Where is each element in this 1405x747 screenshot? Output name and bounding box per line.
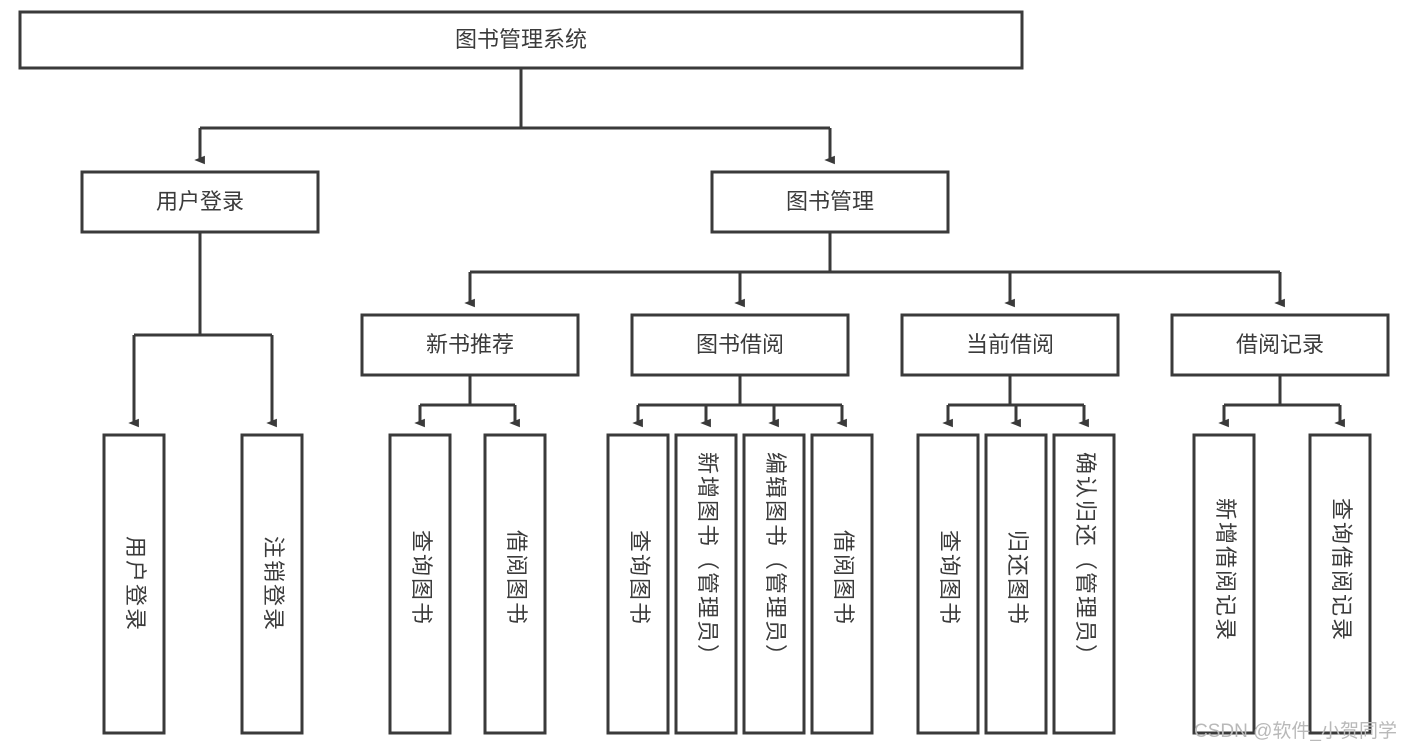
node-current-borrow-label: 当前借阅 [966,332,1054,357]
leaf-borrow-book-new[interactable]: 借阅图书 [483,433,547,735]
leaf-add-book-box[interactable] [674,433,738,735]
node-borrow-box[interactable] [630,313,850,377]
leaf-query-book-new[interactable]: 查询图书 [388,433,452,735]
node-current-borrow-box[interactable] [900,313,1120,377]
edge-group-user-login [128,232,277,428]
leaf-query-record[interactable]: 查询借阅记录 [1308,433,1372,735]
leaf-query-book-current-box[interactable] [916,433,980,735]
leaf-user-login-box[interactable] [102,433,166,735]
leaf-query-book-new-box[interactable] [388,433,452,735]
node-user-login[interactable]: 用户登录 [80,170,320,234]
leaf-add-book[interactable]: 新增图书（管理员） [674,433,738,735]
leaf-borrow-book-borrow-label: 借阅图书 [831,530,856,626]
node-root-label: 图书管理系统 [455,27,587,52]
node-new-book[interactable]: 新书推荐 [360,313,580,377]
leaf-query-book-current[interactable]: 查询图书 [916,433,980,735]
edge-group-current [942,375,1089,428]
leaf-edit-book-box[interactable] [742,433,806,735]
node-new-book-label: 新书推荐 [426,332,514,357]
leaf-query-book-borrow[interactable]: 查询图书 [606,433,670,735]
leaf-query-book-current-label: 查询图书 [937,530,962,626]
leaf-logout[interactable]: 注销登录 [240,433,304,735]
leaf-confirm-return-box[interactable] [1052,433,1116,735]
leaf-confirm-return-label: 确认归还（管理员） [1073,452,1098,668]
node-root-box[interactable] [18,10,1024,70]
leaf-query-record-box[interactable] [1308,433,1372,735]
leaf-add-book-label: 新增图书（管理员） [695,452,720,668]
leaf-add-record[interactable]: 新增借阅记录 [1192,433,1256,735]
leaf-edit-book-label: 编辑图书（管理员） [763,452,788,668]
leaf-return-book-label: 归还图书 [1005,530,1030,626]
edge-group-record [1218,375,1345,428]
leaf-borrow-book-new-label: 借阅图书 [504,530,529,626]
node-book-manage-box[interactable] [710,170,950,234]
node-borrow-label: 图书借阅 [696,332,784,357]
node-borrow-record-label: 借阅记录 [1236,332,1324,357]
node-current-borrow[interactable]: 当前借阅 [900,313,1120,377]
leaf-edit-book[interactable]: 编辑图书（管理员） [742,433,806,735]
leaf-user-login[interactable]: 用户登录 [102,433,166,735]
edge-group-borrow [632,375,847,428]
node-root[interactable]: 图书管理系统 [18,10,1024,70]
edge-group-new-book [414,375,520,428]
leaf-logout-box[interactable] [240,433,304,735]
leaf-logout-label: 注销登录 [261,536,286,632]
edge-group-book-manage [464,232,1285,308]
node-borrow-record-box[interactable] [1170,313,1390,377]
leaf-return-book[interactable]: 归还图书 [984,433,1048,735]
leaf-query-book-new-label: 查询图书 [409,530,434,626]
node-book-manage-label: 图书管理 [786,189,874,214]
node-borrow-record[interactable]: 借阅记录 [1170,313,1390,377]
leaf-borrow-book-borrow-box[interactable] [810,433,874,735]
leaf-confirm-return[interactable]: 确认归还（管理员） [1052,433,1116,735]
csdn-watermark: CSDN @软件_小贺同学 [1194,721,1397,742]
leaf-user-login-label: 用户登录 [123,536,148,632]
node-user-login-box[interactable] [80,170,320,234]
leaf-query-book-borrow-label: 查询图书 [627,530,652,626]
leaf-borrow-book-new-box[interactable] [483,433,547,735]
leaf-add-record-label: 新增借阅记录 [1213,498,1238,642]
leaf-borrow-book-borrow[interactable]: 借阅图书 [810,433,874,735]
node-borrow[interactable]: 图书借阅 [630,313,850,377]
edge-group-root [194,68,835,165]
leaf-add-record-box[interactable] [1192,433,1256,735]
leaf-query-book-borrow-box[interactable] [606,433,670,735]
node-new-book-box[interactable] [360,313,580,377]
node-user-login-label: 用户登录 [156,189,244,214]
leaf-query-record-label: 查询借阅记录 [1329,498,1354,642]
node-book-manage[interactable]: 图书管理 [710,170,950,234]
leaf-return-book-box[interactable] [984,433,1048,735]
